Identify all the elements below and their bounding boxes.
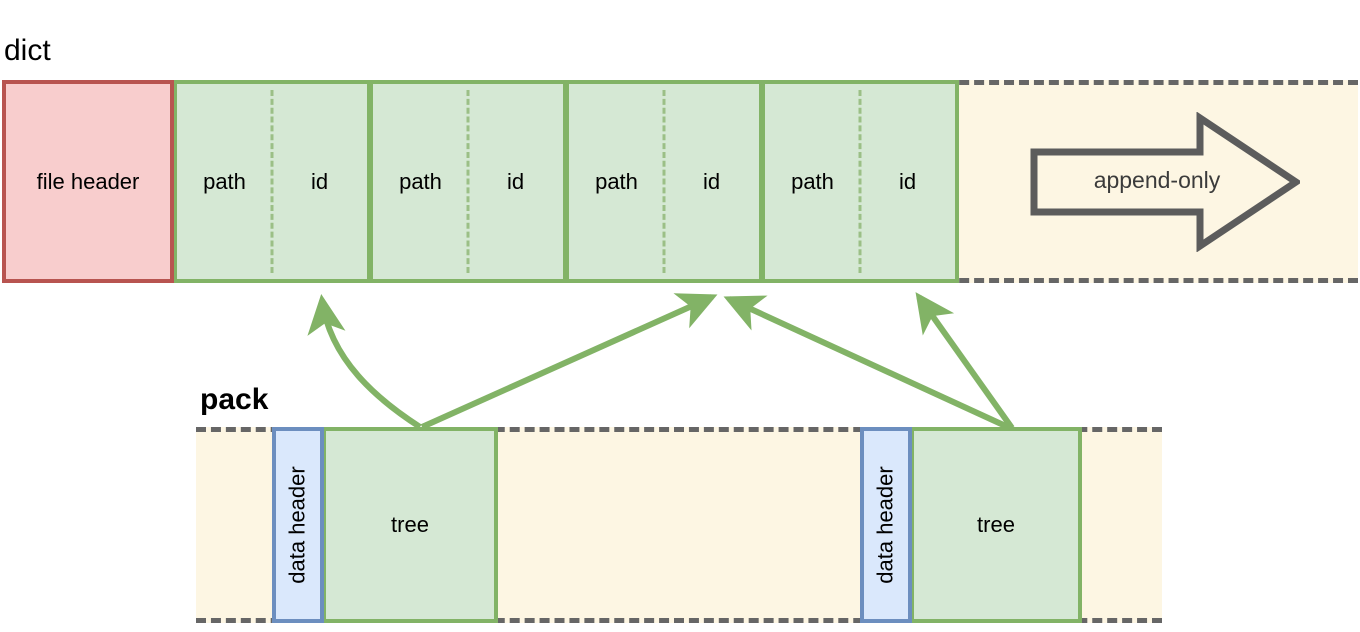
dict-entry-3-path: path: [569, 84, 664, 279]
dict-entry-2-divider: [466, 90, 470, 273]
pack-record-2-tree-label: tree: [977, 512, 1015, 537]
dict-entry-2-path: path: [373, 84, 468, 279]
dict-entry-1-divider: [270, 90, 274, 273]
pack-record-2: data header tree: [860, 427, 1082, 623]
append-only-arrow-icon: [1030, 112, 1300, 252]
pack-record-1: data header tree: [272, 427, 498, 623]
dict-entry-3: path id: [566, 80, 763, 283]
dict-entry-3-id: id: [664, 84, 759, 279]
pack-record-1-data-header-cell: data header: [272, 427, 324, 623]
connector-record1-to-entry1: [307, 294, 422, 430]
dict-entry-3-divider: [662, 90, 666, 273]
dict-row: file header path id path id path: [2, 80, 959, 283]
dict-entry-4-id-label: id: [898, 168, 917, 194]
pack-section-title: pack: [200, 383, 269, 416]
pack-record-2-data-header-label: data header: [873, 466, 898, 584]
dict-entry-2-id: id: [468, 84, 563, 279]
dict-entry-2: path id: [370, 80, 567, 283]
dict-file-header-cell: file header: [2, 80, 174, 283]
connector-record2-to-entry4: [915, 292, 1015, 430]
dict-section-title: dict: [4, 34, 51, 67]
dict-entry-4-path: path: [765, 84, 860, 279]
append-only-label: append-only: [1093, 167, 1221, 193]
dict-entry-2-id-label: id: [506, 168, 525, 194]
dict-entry-4-id: id: [860, 84, 955, 279]
dict-file-header-label: file header: [36, 168, 140, 194]
dict-entry-1: path id: [174, 80, 371, 283]
pack-record-1-tree-cell: tree: [322, 427, 498, 623]
connector-record2-to-entry3: [723, 295, 1012, 431]
dict-entry-1-id: id: [272, 84, 367, 279]
pack-record-2-tree-cell: tree: [910, 427, 1082, 623]
dict-entry-3-id-label: id: [702, 168, 721, 194]
dict-entry-4-path-label: path: [791, 168, 834, 194]
dict-entry-1-id-label: id: [310, 168, 329, 194]
dict-entry-4: path id: [762, 80, 959, 283]
dict-entry-1-path: path: [177, 84, 272, 279]
pack-record-1-tree-label: tree: [391, 512, 429, 537]
dict-entry-3-path-label: path: [595, 168, 638, 194]
dict-entry-2-path-label: path: [399, 168, 442, 194]
dict-entry-1-path-label: path: [203, 168, 246, 194]
pack-record-1-data-header-label: data header: [285, 466, 310, 584]
connector-record1-to-entry3: [420, 293, 718, 430]
dict-entry-4-divider: [858, 90, 862, 273]
pack-record-2-data-header-cell: data header: [860, 427, 912, 623]
